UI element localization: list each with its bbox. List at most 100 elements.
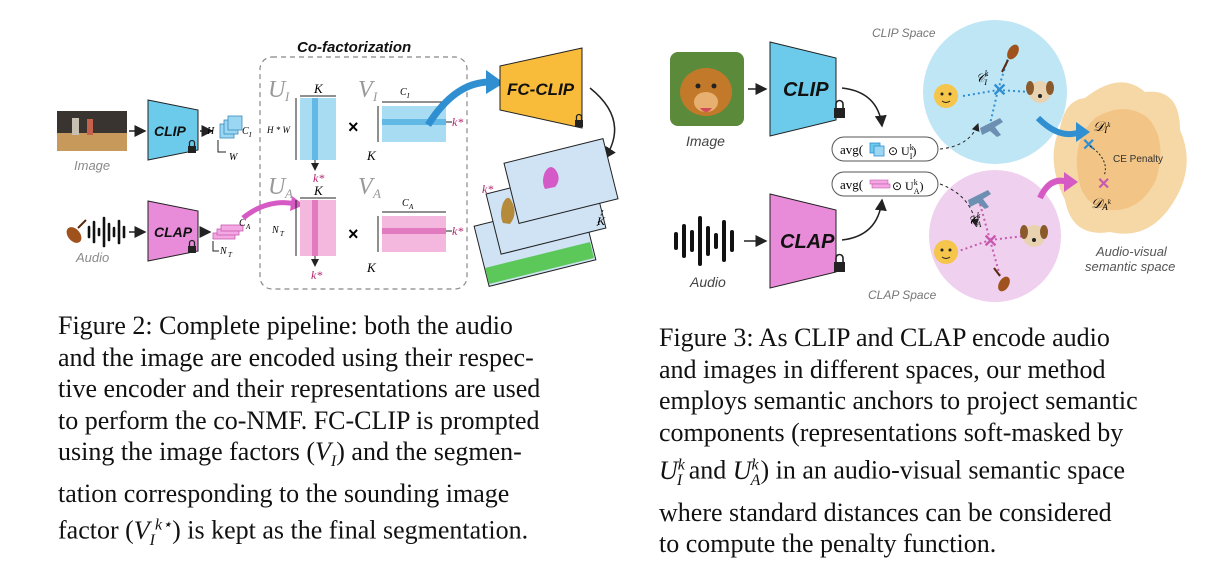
caption-line: employs semantic anchors to project sema…: [659, 386, 1138, 415]
caption-line: tive encoder and their representations a…: [58, 374, 541, 403]
clip-encoder: [147, 99, 199, 161]
lock-icon: [834, 253, 845, 272]
svg-text:C: C: [402, 198, 409, 209]
caption-line: and the image are encoded using their re…: [58, 342, 534, 372]
caption-segment: ) and the segmen-: [336, 437, 522, 466]
svg-text:I: I: [372, 89, 378, 104]
clip-space-label: CLIP Space: [872, 26, 936, 40]
caption-line: UkI and UkA) in an audio-visual semantic…: [659, 448, 1191, 497]
fig2-clip-label: CLIP: [154, 123, 187, 139]
dog-icon: [1023, 225, 1045, 247]
svg-text:A: A: [284, 186, 293, 201]
svg-text:𝒞kA: 𝒞kA: [968, 211, 981, 229]
caption-line: using the image factors (VI) and the seg…: [58, 436, 590, 478]
mask-k: K: [596, 214, 606, 228]
fig2-image-label: Image: [74, 158, 110, 173]
caption-line: Figure 2: Complete pipeline: both the au…: [58, 311, 513, 340]
svg-text:K: K: [366, 260, 377, 275]
lock-icon: [188, 139, 196, 153]
fig3-waveform-icon: [674, 216, 734, 266]
svg-text:𝒞kI: 𝒞kI: [976, 69, 989, 87]
clip-feature-cube: [219, 115, 243, 139]
fcclip-model: [499, 47, 583, 129]
dim-ci: C: [242, 126, 249, 137]
svg-text:N: N: [219, 246, 228, 257]
caption-segment: ) is kept as the final segmentation.: [172, 515, 529, 545]
svg-text:✕: ✕: [992, 80, 1007, 100]
clap-space-label: CLAP Space: [868, 288, 937, 302]
math-ui: UkI: [659, 455, 685, 489]
caption-line: Figure 3: As CLIP and CLAP encode audio: [659, 323, 1110, 352]
math-vi: VI: [315, 437, 337, 471]
svg-text:A: A: [408, 203, 414, 211]
svg-text:I: I: [284, 89, 290, 104]
cofactor-to-fcclip-arrow: [425, 78, 491, 127]
svg-text:A: A: [372, 186, 381, 201]
figure-2-diagram: Image CLIP H C I W Co-factorization U I …: [57, 39, 619, 290]
caption-line: to perform the co-NMF. FC-CLIP is prompt…: [58, 405, 540, 435]
cofactorization-title: Co-factorization: [297, 39, 411, 56]
svg-text:✕: ✕: [983, 231, 998, 251]
clap-encoder: [147, 200, 199, 262]
svg-text:avg(: avg(: [840, 177, 863, 192]
baby-icon: [934, 240, 958, 264]
lock-icon: [575, 113, 583, 127]
dog-icon: [1029, 81, 1051, 103]
caption-segment: using the image factors (: [58, 437, 316, 466]
dim-w: W: [229, 152, 239, 163]
av-space-label-1: Audio-visual: [1095, 244, 1168, 259]
violin-icon: [1007, 44, 1019, 60]
fig2-clap-label: CLAP: [154, 224, 193, 240]
caption-line: factor (VIk⋆) is kept as the final segme…: [58, 509, 590, 556]
caption-segment: ) in an audio-visual semantic space: [760, 455, 1126, 485]
figure-3: CLIP Space CLAP Space Image CLIP avg( ⊙ …: [620, 0, 1229, 310]
lock-icon: [834, 99, 845, 118]
figure-2: Image CLIP H C I W Co-factorization U I …: [0, 0, 620, 300]
svg-text:avg(: avg(: [840, 142, 863, 157]
caption-line: components (representations soft-masked …: [659, 417, 1124, 447]
input-image: [57, 111, 127, 151]
u-i-kstar: k*: [313, 171, 324, 185]
svg-text:✕: ✕: [1082, 137, 1095, 154]
fig3-clip-label: CLIP: [783, 79, 829, 101]
ce-penalty-label: CE Penalty: [1113, 154, 1163, 165]
violin-icon: [998, 276, 1010, 292]
caption-line: to compute the penalty function.: [659, 529, 997, 559]
avg-image-box: [831, 136, 939, 162]
svg-text:I: I: [406, 92, 410, 100]
v-a-kstar: k*: [452, 224, 463, 238]
fig2-audio-label: Audio: [75, 250, 109, 265]
dog-image: [670, 52, 744, 126]
svg-text:K: K: [313, 81, 324, 96]
u-i-label: U: [268, 77, 287, 103]
plane-icon: [968, 190, 991, 209]
v-a-label: V: [358, 174, 375, 200]
plane-icon: [980, 118, 1003, 137]
svg-text:T: T: [280, 230, 285, 238]
clip-space-circle: [923, 20, 1067, 164]
figure-2-caption: Figure 2: Complete pipeline: both the au…: [58, 310, 590, 557]
svg-text:K: K: [313, 183, 324, 198]
caption-segment: factor (: [58, 515, 134, 545]
svg-text:H * W: H * W: [266, 125, 291, 135]
figure-3-caption: Figure 3: As CLIP and CLAP encode audio …: [659, 322, 1191, 560]
dim-h: H: [206, 126, 215, 137]
math-ua: UkA: [732, 455, 761, 489]
svg-text:N: N: [271, 225, 280, 236]
lock-icon: [188, 239, 196, 253]
math-vi-kstar: VIk⋆: [133, 515, 173, 550]
v-i-kstar: k*: [452, 115, 463, 129]
baby-icon: [934, 84, 958, 108]
svg-text:C: C: [239, 218, 246, 229]
caption-line: where standard distances can be consider…: [659, 497, 1112, 527]
fig3-clap-label: CLAP: [780, 231, 835, 253]
svg-text:×: ×: [348, 117, 359, 137]
svg-text:T: T: [228, 251, 233, 259]
av-space-label-2: semantic space: [1085, 259, 1175, 274]
fig3-audio-label: Audio: [689, 274, 726, 290]
svg-text:✕: ✕: [1097, 176, 1110, 193]
clap-feature-stack: [212, 224, 244, 240]
